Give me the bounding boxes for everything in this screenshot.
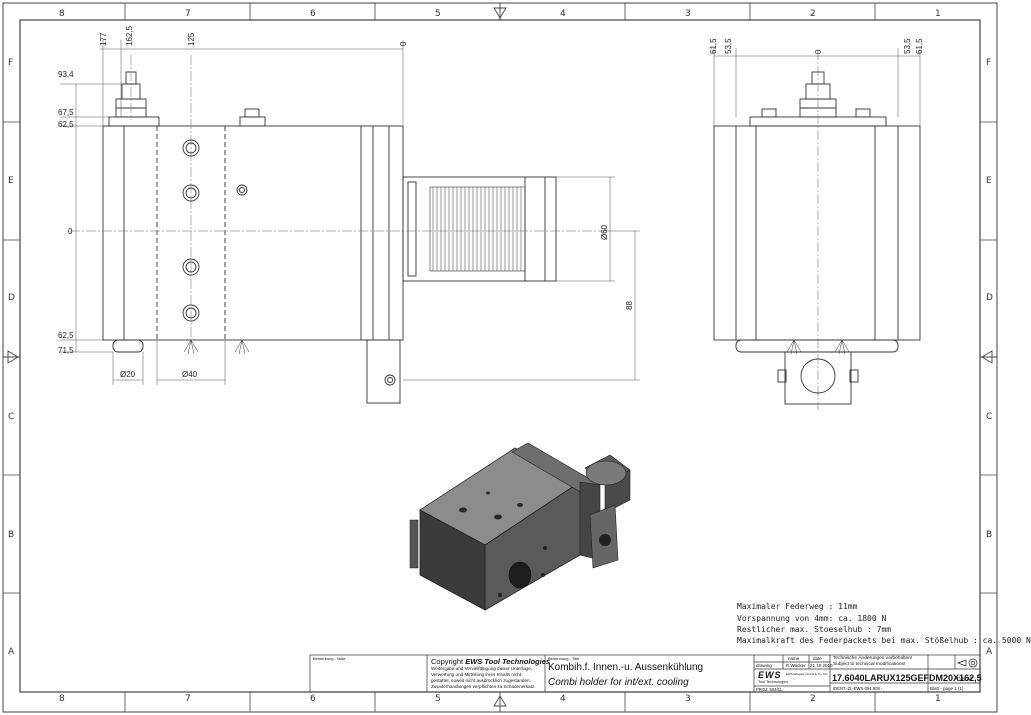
dim-side-53-5-right: 53,5 [903, 38, 912, 54]
zone-row-f-right: F [986, 58, 992, 68]
zone-col-7: 7 [185, 9, 191, 19]
dim-zero-top: 0 [399, 41, 408, 46]
zone-col-3-bottom: 3 [685, 694, 691, 704]
copyright-line: Copyright EWS Tool Technologies [431, 657, 550, 666]
projection-symbol-icon [957, 658, 978, 668]
title-block-frame [309, 654, 981, 693]
ews-logo-sub: Tool Technologies [758, 680, 789, 684]
dim-88: 88 [625, 301, 634, 310]
zone-col-6-bottom: 6 [310, 694, 316, 704]
company-small: EWS Weigele GmbH & Co. KG [786, 672, 828, 676]
zone-col-2-bottom: 2 [810, 694, 816, 704]
copyright-text-2: Verwertung und Mitteilung ihres Inhalts … [431, 672, 522, 677]
zone-col-5: 5 [435, 9, 441, 19]
zone-col-1-bottom: 1 [935, 694, 941, 704]
dim-dia-60: Ø60 [600, 224, 609, 240]
zone-row-e: E [8, 176, 14, 186]
front-view [102, 71, 557, 404]
front-centerlines [70, 55, 600, 340]
zone-col-6: 6 [310, 9, 316, 19]
note-federweg: Maximaler Federweg : 11mm [737, 602, 858, 611]
zone-col-3: 3 [685, 9, 691, 19]
zone-col-8-bottom: 8 [59, 694, 65, 704]
note-maximalkraft: Maximalkraft des Federpackets bei max. S… [737, 636, 1031, 645]
zone-row-a-right: A [986, 647, 993, 657]
drawing-name: R.Wacker [786, 663, 806, 668]
zone-col-7-bottom: 7 [185, 694, 191, 704]
ident-label: IDENT.-Zl.-EWS-094.908 - [833, 686, 883, 691]
centering-marks [3, 3, 997, 712]
side-view [713, 71, 921, 405]
front-dimension-lines [60, 40, 640, 385]
title-german: Kombih.f. Innen.-u. Aussenkühlung [548, 662, 704, 673]
zone-row-d: D [8, 293, 15, 303]
isometric-view [409, 442, 631, 611]
dim-zero-left: 0 [68, 227, 73, 236]
drawing-canvas: 177 162,5 125 0 93,4 67,5 62,5 0 62,5 71… [2, 2, 998, 713]
dim-177: 177 [99, 32, 108, 46]
dim-67-5: 67,5 [58, 108, 74, 117]
dim-93-4: 93,4 [58, 70, 74, 79]
copyright-brand: EWS Tool Technologies [465, 657, 551, 666]
copyright-text-4: Zuwiderhandlungen verpflichten zu Schade… [431, 684, 536, 689]
zone-col-5-bottom: 5 [435, 694, 441, 704]
front-dimension-text: 177 162,5 125 0 93,4 67,5 62,5 0 62,5 71… [58, 25, 634, 379]
copyright-text-1: Weitergabe und Vervielfältigung dieser U… [431, 666, 533, 671]
drawing-date: 21.10.2010 [810, 663, 833, 668]
benennung-label: Benennung - Title [548, 656, 580, 661]
copyright-text-3: gestattet, soweit nicht ausdrücklich zug… [431, 678, 531, 683]
dim-side-61-5-right: 61,5 [915, 38, 924, 54]
date-header: date [813, 656, 822, 661]
ews-logo: EWS [758, 670, 782, 680]
proj-label: PROJ: 504/11 [756, 687, 782, 692]
title-english: Combi holder for int/ext. cooling [548, 677, 689, 688]
zone-col-4: 4 [560, 9, 566, 19]
zone-row-a: A [8, 647, 15, 657]
zone-col-8: 8 [59, 9, 65, 19]
zone-col-4-bottom: 4 [560, 694, 566, 704]
zone-row-e-right: E [986, 176, 992, 186]
changes-german: Technische Änderungen vorbehalten! [833, 656, 913, 661]
format-label: DIN A2 [957, 677, 973, 683]
dim-125: 125 [187, 32, 196, 46]
dim-side-zero: 0 [814, 49, 823, 54]
dim-62-5-bottom: 62,5 [58, 331, 74, 340]
dim-dia-40: Ø40 [182, 370, 198, 379]
zone-row-c: C [8, 412, 15, 422]
sheet-label: Blatt - page 1 (1) [930, 686, 964, 691]
dim-dia-20: Ø20 [120, 370, 136, 379]
zone-row-c-right: C [986, 412, 993, 422]
dim-side-61-5-left: 61,5 [709, 38, 718, 54]
changes-english: Subject to technical modifications! [833, 662, 906, 667]
side-dimension-lines [713, 48, 921, 126]
zone-col-2: 2 [810, 9, 816, 19]
zone-col-1: 1 [935, 9, 941, 19]
copyright-prefix: Copyright [431, 657, 466, 666]
zone-row-d-right: D [986, 293, 993, 303]
dim-162-5: 162,5 [125, 25, 134, 46]
note-vorspannung: Vorspannung von 4mm: ca. 1800 N [737, 614, 887, 623]
part-number: 17.6040LARUX125GEFDM20X162,5 [832, 673, 982, 683]
zone-row-b: B [8, 530, 15, 540]
dim-71-5: 71,5 [58, 346, 74, 355]
note-stoeselhub: Restlicher max. Stoeselhub : 7mm [737, 625, 892, 634]
zone-row-f: F [8, 58, 14, 68]
bemerkung-label: Bemerkung - Note [313, 656, 346, 661]
name-header: name [788, 656, 800, 661]
dim-side-53-5-left: 53,5 [724, 38, 733, 54]
drawing-label: drawing [756, 663, 772, 668]
side-dimension-text: 61,5 53,5 0 53,5 61,5 [709, 38, 924, 54]
zone-row-b-right: B [986, 530, 993, 540]
dim-62-5-top: 62,5 [58, 120, 74, 129]
